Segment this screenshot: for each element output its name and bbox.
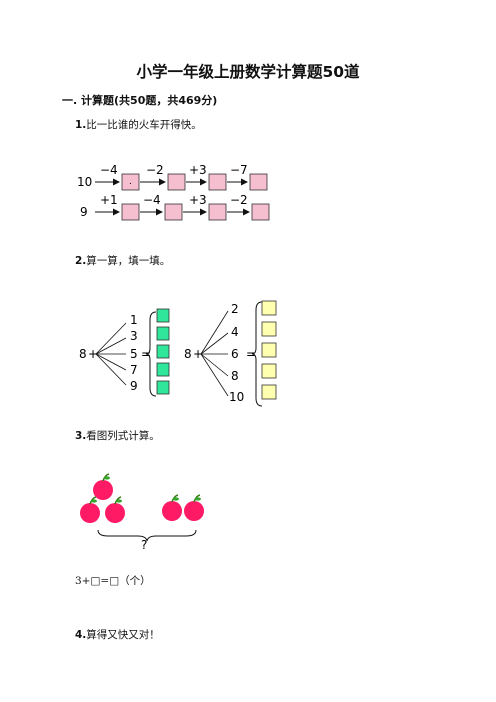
answer-box[interactable] (261, 384, 277, 400)
answer-box[interactable] (156, 326, 170, 341)
question-mark: ? (141, 538, 147, 552)
answer-box[interactable] (249, 173, 268, 191)
question-text: 算得又快又对！ (86, 629, 160, 641)
fill-right-plus: + (193, 347, 203, 361)
page-title: 小学一年级上册数学计算题50道 (136, 63, 360, 81)
fill-left-number: 7 (130, 363, 138, 377)
answer-box[interactable] (156, 344, 170, 359)
fill-right: 8 + 2 4 6 8 10 = (184, 300, 277, 407)
fill-left-number: 5 (130, 347, 138, 361)
question-text: 看图列式计算。 (86, 430, 160, 442)
question-number: 3. (75, 430, 87, 442)
apple-icon (162, 494, 182, 521)
fill-right-number: 10 (229, 390, 244, 404)
question-4: 4.算得又快又对！ (75, 627, 160, 642)
fill-left-number: 9 (130, 379, 138, 393)
answer-box[interactable] (121, 173, 140, 191)
question-1: 1.比一比谁的火车开得快。 (75, 117, 202, 132)
answer-box[interactable] (164, 203, 183, 221)
fill-right-number: 6 (231, 347, 239, 361)
answer-box[interactable] (121, 203, 140, 221)
fill-left-number: 3 (130, 329, 138, 343)
answer-box[interactable] (251, 203, 270, 221)
answer-box[interactable] (261, 342, 277, 358)
answer-box[interactable] (156, 308, 170, 323)
train2-start: 9 (80, 205, 88, 219)
fill-right-number: 8 (231, 369, 239, 383)
formula-text: 3+□=□（个） (75, 575, 151, 587)
train1-start: 10 (77, 175, 92, 189)
answer-box[interactable] (261, 321, 277, 337)
train2-op: −4 (143, 193, 161, 207)
answer-box[interactable] (167, 173, 186, 191)
apple-icon (184, 494, 204, 521)
fill-left: 8 + 1 3 5 7 9 = (79, 308, 170, 397)
question-number: 4. (75, 629, 87, 641)
question-number: 1. (75, 119, 87, 131)
fill-left-plus: + (88, 347, 98, 361)
fill-left-number: 1 (130, 313, 138, 327)
question-3: 3.看图列式计算。 (75, 428, 160, 443)
question-2: 2.算一算，填一填。 (75, 253, 170, 268)
answer-box[interactable] (208, 173, 227, 191)
fill-right-base: 8 (184, 347, 192, 361)
train1-op: −7 (230, 163, 248, 177)
apple-icon (93, 473, 113, 500)
box-dot: . (129, 177, 132, 187)
fill-left-base: 8 (79, 347, 87, 361)
fill-left-eq: = (141, 347, 151, 361)
section-heading: 一. 计算题(共50题，共469分) (62, 94, 218, 107)
apple-icon (80, 496, 100, 523)
question-text: 比一比谁的火车开得快。 (86, 119, 202, 131)
train1-op: −4 (100, 163, 118, 177)
question-text: 算一算，填一填。 (86, 255, 171, 267)
fill-right-number: 4 (231, 325, 239, 339)
answer-box[interactable] (208, 203, 227, 221)
train2-op: +1 (100, 193, 118, 207)
fill-right-number: 2 (231, 302, 239, 316)
answer-box[interactable] (261, 300, 277, 316)
answer-box[interactable] (156, 362, 170, 377)
fill-right-eq: = (246, 347, 256, 361)
train2-op: +3 (189, 193, 207, 207)
answer-box[interactable] (261, 363, 277, 379)
train1-op: −2 (146, 163, 164, 177)
answer-box[interactable] (156, 380, 170, 395)
apple-icon (105, 496, 125, 523)
train2-op: −2 (230, 193, 248, 207)
train1-op: +3 (189, 163, 207, 177)
apples-figure: ? (80, 473, 204, 552)
question-number: 2. (75, 255, 87, 267)
